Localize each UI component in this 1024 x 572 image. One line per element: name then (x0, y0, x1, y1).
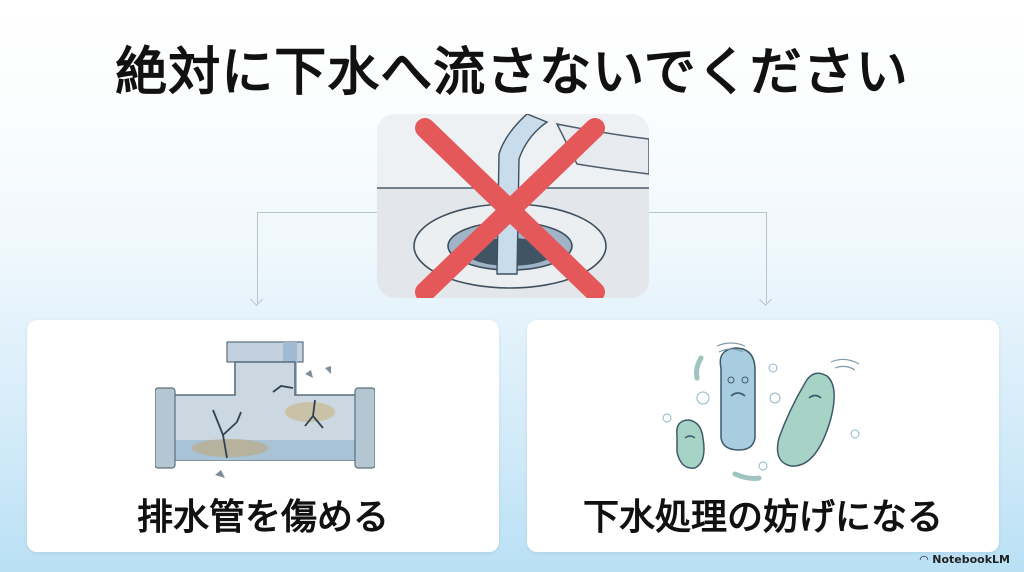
card-label: 排水管を傷める (136, 497, 389, 538)
brand-watermark: ◠ NotebookLM (919, 553, 1010, 566)
card-label: 下水処理の妨げになる (582, 497, 943, 538)
connector-left (257, 212, 380, 303)
connector-right (648, 212, 767, 303)
notebooklm-logo-icon: ◠ (919, 553, 929, 566)
card-treatment-obstruction: 下水処理の妨げになる (527, 320, 999, 552)
sink-drain-prohibited-icon (377, 114, 649, 298)
cracked-pipe-icon (155, 341, 375, 478)
card-pipe-damage: 排水管を傷める (27, 320, 499, 552)
dizzy-microbes-icon (662, 342, 860, 481)
page-title: 絶対に下水へ流さないでください (115, 43, 909, 103)
